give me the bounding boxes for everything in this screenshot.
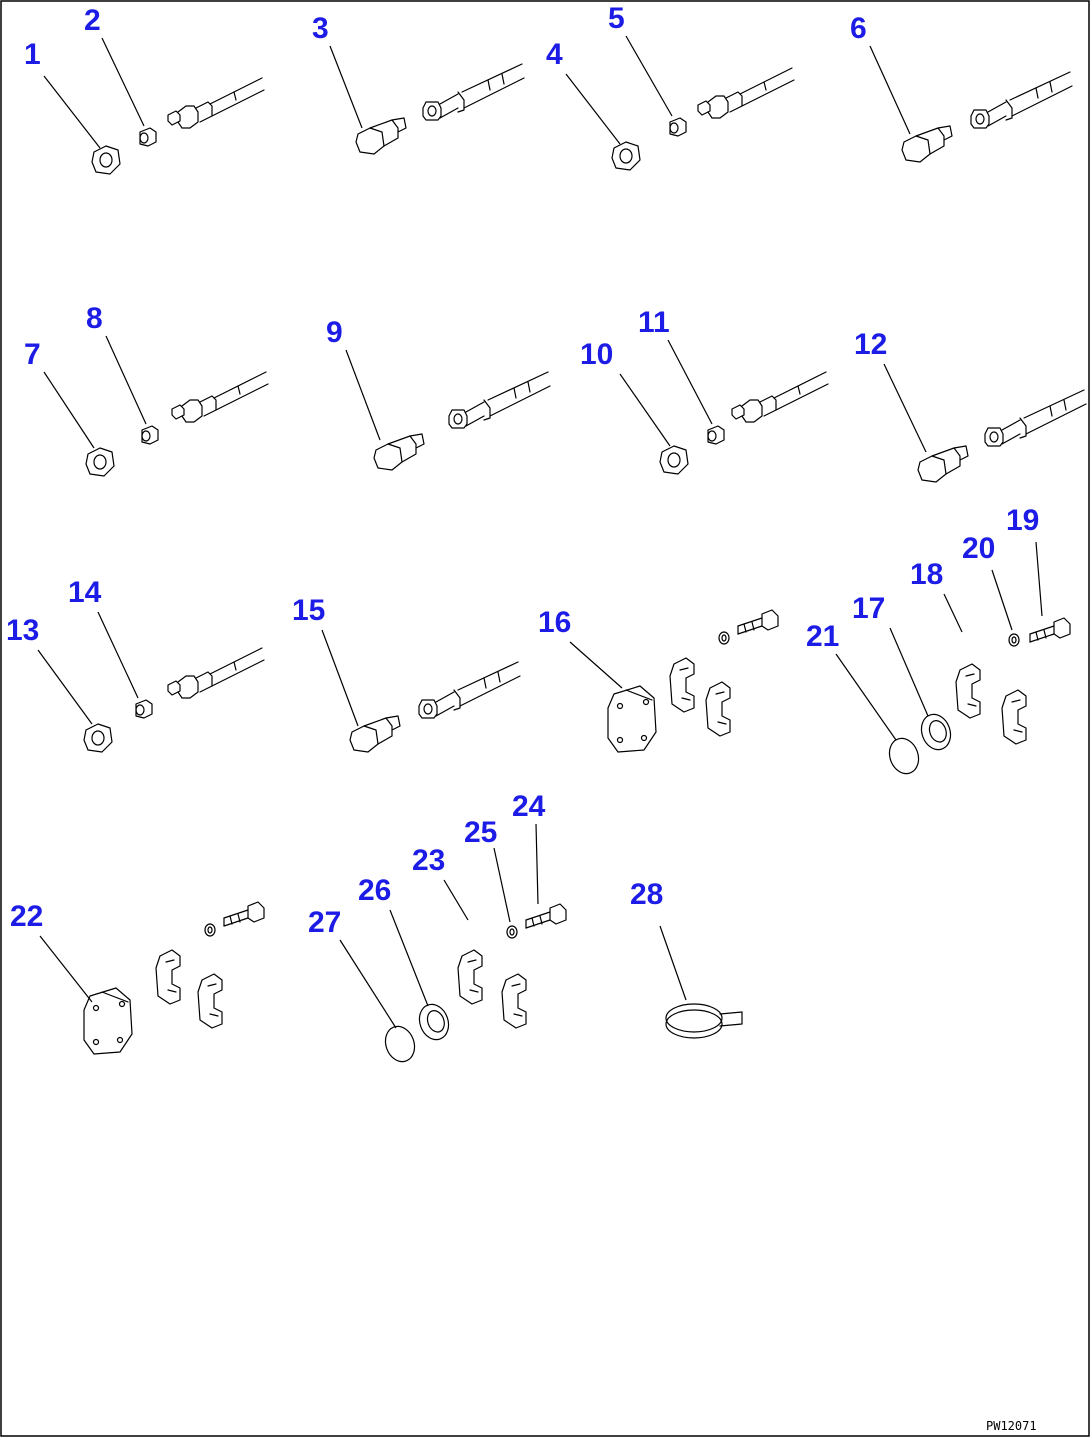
callout-28[interactable]: 28 — [630, 878, 663, 911]
callout-1[interactable]: 1 — [24, 38, 41, 71]
callout-23[interactable]: 23 — [412, 844, 445, 877]
figure-reference: PW12071 — [986, 1419, 1037, 1433]
part-10-nut[interactable] — [659, 445, 689, 475]
part-14-hose[interactable] — [167, 647, 265, 699]
callout-2[interactable]: 2 — [84, 4, 101, 37]
callout-12[interactable]: 12 — [854, 328, 887, 361]
part-9-elbow[interactable] — [373, 433, 425, 471]
callout-18[interactable]: 18 — [910, 558, 943, 591]
part-28-band[interactable] — [665, 1003, 743, 1039]
part-16-flange[interactable] — [607, 685, 657, 753]
part-2-hose[interactable] — [167, 77, 265, 129]
part-16-bolt[interactable] — [737, 609, 779, 635]
part-7-nut[interactable] — [85, 447, 115, 477]
callout-14[interactable]: 14 — [68, 576, 102, 609]
part-27-oring[interactable] — [380, 1021, 420, 1067]
part-26-bushing[interactable] — [414, 999, 454, 1045]
part-18-half-clamp-a[interactable] — [955, 663, 981, 719]
callout-19[interactable]: 19 — [1006, 504, 1039, 537]
leader-lines — [37, 35, 1043, 1029]
callout-5[interactable]: 5 — [608, 2, 625, 35]
part-25-washer[interactable] — [506, 925, 518, 939]
part-8-sleeve[interactable] — [141, 425, 159, 445]
part-22-half-clamp-a[interactable] — [155, 949, 181, 1005]
callout-7[interactable]: 7 — [24, 338, 41, 371]
callout-8[interactable]: 8 — [86, 302, 103, 335]
part-22-half-clamp-b[interactable] — [197, 973, 223, 1029]
part-14-sleeve[interactable] — [135, 699, 153, 719]
part-12-hose[interactable] — [984, 389, 1087, 447]
callout-17[interactable]: 17 — [852, 592, 885, 625]
part-8-hose[interactable] — [171, 371, 269, 423]
part-5-sleeve[interactable] — [669, 117, 687, 137]
callout-15[interactable]: 15 — [292, 594, 325, 627]
callout-26[interactable]: 26 — [358, 874, 391, 907]
part-3-elbow[interactable] — [355, 117, 407, 155]
callout-27[interactable]: 27 — [308, 906, 341, 939]
callout-9[interactable]: 9 — [326, 316, 343, 349]
callout-24[interactable]: 24 — [512, 790, 546, 823]
part-5-hose[interactable] — [697, 67, 795, 119]
callout-4[interactable]: 4 — [546, 38, 563, 71]
part-16-half-clamp-b[interactable] — [705, 681, 731, 737]
part-6-elbow[interactable] — [901, 125, 953, 163]
callout-3[interactable]: 3 — [312, 12, 329, 45]
part-21-oring[interactable] — [884, 733, 924, 779]
callout-22[interactable]: 22 — [10, 900, 43, 933]
part-19-bolt[interactable] — [1029, 617, 1071, 643]
part-18-half-clamp-b[interactable] — [1001, 689, 1027, 745]
part-11-sleeve[interactable] — [707, 425, 725, 445]
part-24-bolt[interactable] — [525, 903, 567, 929]
callout-25[interactable]: 25 — [464, 816, 497, 849]
part-11-hose[interactable] — [731, 371, 829, 423]
part-3-hose[interactable] — [422, 63, 525, 121]
part-9-hose[interactable] — [448, 371, 551, 429]
part-20-washer[interactable] — [1008, 633, 1020, 647]
part-4-nut[interactable] — [611, 141, 641, 171]
callout-11[interactable]: 11 — [638, 306, 670, 339]
part-1-nut[interactable] — [91, 145, 121, 175]
part-6-hose[interactable] — [970, 71, 1073, 129]
callout-21[interactable]: 21 — [806, 620, 839, 653]
part-13-nut[interactable] — [83, 723, 113, 753]
part-17-bushing[interactable] — [916, 709, 956, 755]
part-15-hose[interactable] — [418, 661, 521, 719]
part-23-half-clamp-a[interactable] — [457, 949, 483, 1005]
callout-20[interactable]: 20 — [962, 532, 995, 565]
callout-10[interactable]: 10 — [580, 338, 613, 371]
callout-labels: 1 2 3 4 5 6 7 8 9 10 11 12 13 14 15 16 1… — [6, 2, 1039, 939]
callout-13[interactable]: 13 — [6, 614, 39, 647]
part-22-bolt[interactable] — [223, 901, 265, 927]
callout-6[interactable]: 6 — [850, 12, 867, 45]
part-23-half-clamp-b[interactable] — [501, 973, 527, 1029]
callout-16[interactable]: 16 — [538, 606, 571, 639]
part-15-elbow[interactable] — [349, 715, 401, 753]
part-22-flange[interactable] — [83, 987, 133, 1055]
part-2-sleeve[interactable] — [139, 127, 157, 147]
part-22-washer[interactable] — [204, 923, 216, 937]
part-16-half-clamp-a[interactable] — [669, 657, 695, 713]
part-16-washer[interactable] — [718, 631, 730, 645]
